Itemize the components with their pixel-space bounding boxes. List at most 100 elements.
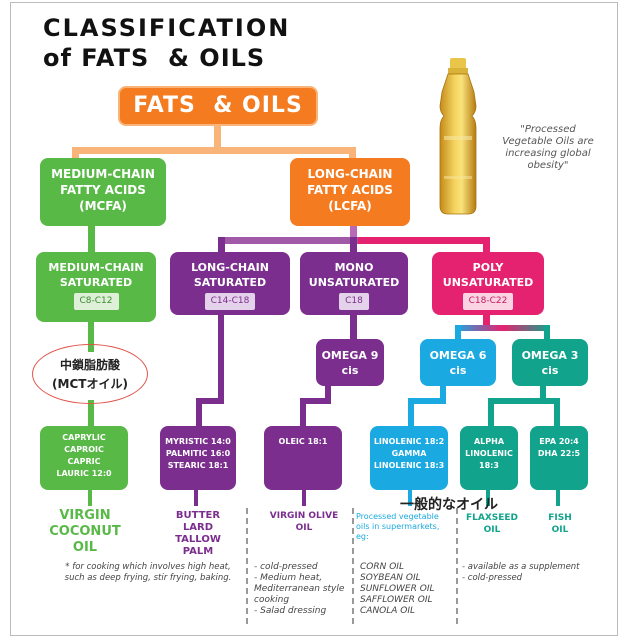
mc-saturated-line1: MEDIUM-CHAIN <box>48 261 144 274</box>
acid-alpha-box: ALPHA LINOLENIC 18:3 <box>460 426 518 490</box>
connector-lcfa-h-right <box>358 237 490 244</box>
note-olive-4: cooking <box>254 595 290 605</box>
root-label: FATS & OILS <box>133 93 303 118</box>
connector-myristic-v <box>196 398 202 426</box>
food-flax-2: OIL <box>483 525 501 535</box>
acid-myristic-box: MYRISTIC 14:0 PALMITIC 16:0 STEARIC 18:1 <box>160 426 236 490</box>
mono-line2: UNSATURATED <box>308 276 400 289</box>
connector-myristic-food <box>194 490 198 506</box>
connector-lcfa-v <box>349 150 356 160</box>
connector-omega6-h <box>408 398 446 404</box>
food-coconut: VIRGIN COCONUT OIL <box>40 508 130 556</box>
acid-caprylic-1: CAPRYLIC <box>62 433 106 442</box>
connector-mcfa-v <box>72 150 79 160</box>
note-coconut-2: such as deep frying, stir frying, baking… <box>64 573 232 583</box>
food-olive-2: OIL <box>295 523 313 533</box>
omega3-line2: cis <box>541 364 559 377</box>
food-flax: FLAXSEED OIL <box>462 512 522 536</box>
acid-alpha-3: 18:3 <box>479 461 499 470</box>
mc-saturated-tag: C8-C12 <box>73 293 119 310</box>
mc-saturated-line2: SATURATED <box>59 276 133 289</box>
general-oil-jp-label: 一般的なオイル <box>400 497 498 513</box>
poly-tag: C18-C22 <box>462 293 514 310</box>
mcfa-line1: MEDIUM-CHAIN <box>51 167 155 181</box>
note-flax-2: - cold-pressed <box>462 573 523 583</box>
lcfa-line2: FATTY ACIDS <box>307 183 393 197</box>
food-butter-2: LARD <box>182 522 214 533</box>
food-olive: VIRGIN OLIVE OIL <box>256 510 352 534</box>
note-processed-1: CORN OIL <box>360 562 404 572</box>
acid-myristic-3: STEARIC 18:1 <box>167 461 229 470</box>
note-processed-4: SAFFLOWER OIL <box>360 595 433 605</box>
omega9-line2: cis <box>341 364 359 377</box>
connector-root-v <box>214 125 221 150</box>
lcfa-box: LONG-CHAIN FATTY ACIDS (LCFA) <box>290 158 410 226</box>
food-butter-1: BUTTER <box>175 510 221 521</box>
acid-epa-2: DHA 22:5 <box>537 449 581 458</box>
food-butter: BUTTER LARD TALLOW PALM <box>160 510 236 558</box>
food-flax-1: FLAXSEED <box>465 513 519 523</box>
acid-caprylic-3: CAPRIC <box>67 457 101 466</box>
omega9-line1: OMEGA 9 <box>321 349 379 362</box>
food-fish-1: FISH <box>548 513 572 523</box>
frame <box>10 2 618 636</box>
note-coconut-1: * for cooking which involves high heat, <box>65 562 231 572</box>
connector-linolenic-v <box>408 398 414 426</box>
mcfa-box: MEDIUM-CHAIN FATTY ACIDS (MCFA) <box>40 158 166 226</box>
mono-line1: MONO <box>334 261 374 274</box>
food-fish-2: OIL <box>551 525 569 535</box>
mct-jp-line1: 中鎖脂肪酸 <box>59 358 120 372</box>
acid-linolenic-1: LINOLENIC 18:2 <box>373 437 445 446</box>
connector-mcsat-down <box>88 322 94 352</box>
poly-line2: UNSATURATED <box>442 276 534 289</box>
root-box: FATS & OILS <box>118 86 318 126</box>
connector-omega6-down <box>440 386 446 400</box>
connector-lcsat-down <box>218 315 224 403</box>
acid-oleic-1: OLEIC 18:1 <box>278 437 328 446</box>
food-processed-3: eg: <box>356 532 369 541</box>
mct-oval <box>32 344 148 404</box>
mono-box: MONO UNSATURATED C18 <box>300 252 408 315</box>
connector-lcfa-h-left <box>218 237 358 244</box>
connector-mcfa-down <box>88 226 95 252</box>
acid-alpha-2: LINOLENIC <box>465 449 513 458</box>
acid-linolenic-2: GAMMA <box>391 449 427 458</box>
note-processed: CORN OIL SOYBEAN OIL SUNFLOWER OIL SAFFL… <box>360 562 454 617</box>
acid-caprylic-4: LAURIC 12:0 <box>56 469 112 478</box>
lc-saturated-line1: LONG-CHAIN <box>191 261 269 274</box>
acid-alpha-1: ALPHA <box>473 437 505 446</box>
connector-omega9-down <box>325 386 331 400</box>
mono-tag: C18 <box>339 293 369 310</box>
acid-caprylic-2: CAPROIC <box>64 445 104 454</box>
food-processed-2: oils in supermarkets, <box>356 522 440 531</box>
lcfa-line1: LONG-CHAIN <box>307 167 393 181</box>
omega9-box: OMEGA 9 cis <box>316 339 384 386</box>
note-olive-1: - cold-pressed <box>254 562 318 572</box>
note-olive-5: - Salad dressing <box>254 606 327 616</box>
omega6-box: OMEGA 6 cis <box>420 339 496 386</box>
connector-mono-down <box>350 315 357 339</box>
omega3-box: OMEGA 3 cis <box>512 339 588 386</box>
connector-linolenic-food <box>408 490 412 506</box>
food-butter-3: TALLOW <box>175 534 221 545</box>
connector-omega-h <box>455 325 550 331</box>
connector-omega3-down <box>540 386 546 400</box>
connector-lcsat-v <box>218 237 225 252</box>
poly-line1: POLY <box>472 261 504 274</box>
acid-myristic-2: PALMITIC 16:0 <box>165 449 231 458</box>
divider-1 <box>246 508 248 624</box>
food-coconut-2: COCONUT <box>49 524 121 539</box>
divider-3 <box>456 508 458 624</box>
oil-bottle-icon <box>439 58 477 215</box>
quote-text: "Processed Vegetable Oils are increasing… <box>502 124 594 171</box>
lc-saturated-tag: C14-C18 <box>204 293 256 310</box>
connector-alpha-v <box>488 398 494 426</box>
acid-linolenic-3: LINOLENIC 18:3 <box>373 461 445 470</box>
connector-mono-v <box>350 237 357 252</box>
food-coconut-1: VIRGIN <box>59 508 111 523</box>
note-olive-2: - Medium heat, <box>254 573 323 583</box>
mcfa-line2: FATTY ACIDS <box>60 183 146 197</box>
divider-2 <box>352 508 354 624</box>
food-butter-4: PALM <box>182 546 214 557</box>
connector-omega3-v <box>544 325 550 339</box>
